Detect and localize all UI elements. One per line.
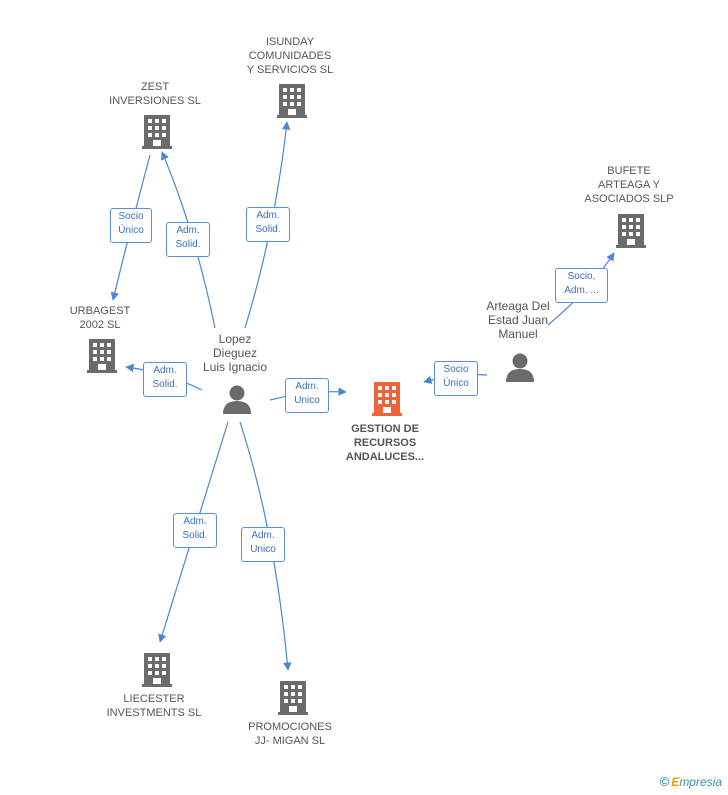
edge-label-adm-unico-promociones[interactable]: Adm. Unico	[241, 527, 285, 562]
building-icon[interactable]	[87, 339, 117, 373]
edge-label-adm-solid-urbagest[interactable]: Adm. Solid.	[143, 362, 187, 397]
edge-label-socio-adm-bufete[interactable]: Socio, Adm. ...	[555, 268, 608, 303]
edge-label-socio-unico-gestion[interactable]: Socio Único	[434, 361, 478, 396]
node-label-gestion[interactable]: GESTION DE RECURSOS ANDALUCES...	[345, 423, 425, 463]
node-label-lopez[interactable]: Lopez Dieguez Luis Ignacio	[202, 332, 268, 374]
node-label-isunday[interactable]: ISUNDAY COMUNIDADES Y SERVICIOS SL	[246, 36, 334, 76]
building-icon[interactable]	[616, 214, 646, 248]
person-icon[interactable]	[223, 385, 251, 415]
copyright-icon: ©	[659, 774, 670, 789]
edge-label-adm-unico-gestion[interactable]: Adm. Unico	[285, 378, 329, 413]
node-label-arteaga[interactable]: Arteaga Del Estad Juan Manuel	[486, 299, 550, 341]
building-icon[interactable]	[142, 115, 172, 149]
edge-label-adm-solid-zest[interactable]: Adm. Solid.	[166, 222, 210, 257]
building-icon[interactable]	[277, 84, 307, 118]
node-label-liecester[interactable]: LIECESTER INVESTMENTS SL	[106, 693, 202, 719]
node-label-urbagest[interactable]: URBAGEST 2002 SL	[69, 305, 131, 331]
brand-logo-e: E	[671, 775, 680, 789]
edge-label-socio-unico-urbagest[interactable]: Socio Único	[110, 208, 152, 243]
node-label-bufete[interactable]: BUFETE ARTEAGA Y ASOCIADOS SLP	[584, 165, 674, 205]
building-icon-main[interactable]	[372, 382, 402, 416]
edge-label-adm-solid-isunday[interactable]: Adm. Solid.	[246, 207, 290, 242]
edge-label-adm-solid-liecester[interactable]: Adm. Solid.	[173, 513, 217, 548]
node-label-promociones[interactable]: PROMOCIONES JJ- MIGAN SL	[248, 721, 332, 747]
footer-brand[interactable]: ©Empresia	[660, 774, 722, 789]
building-icon[interactable]	[142, 653, 172, 687]
building-icon[interactable]	[278, 681, 308, 715]
brand-name: mpresia	[679, 775, 722, 789]
person-icon[interactable]	[506, 353, 534, 383]
node-label-zest[interactable]: ZEST INVERSIONES SL	[109, 81, 201, 107]
